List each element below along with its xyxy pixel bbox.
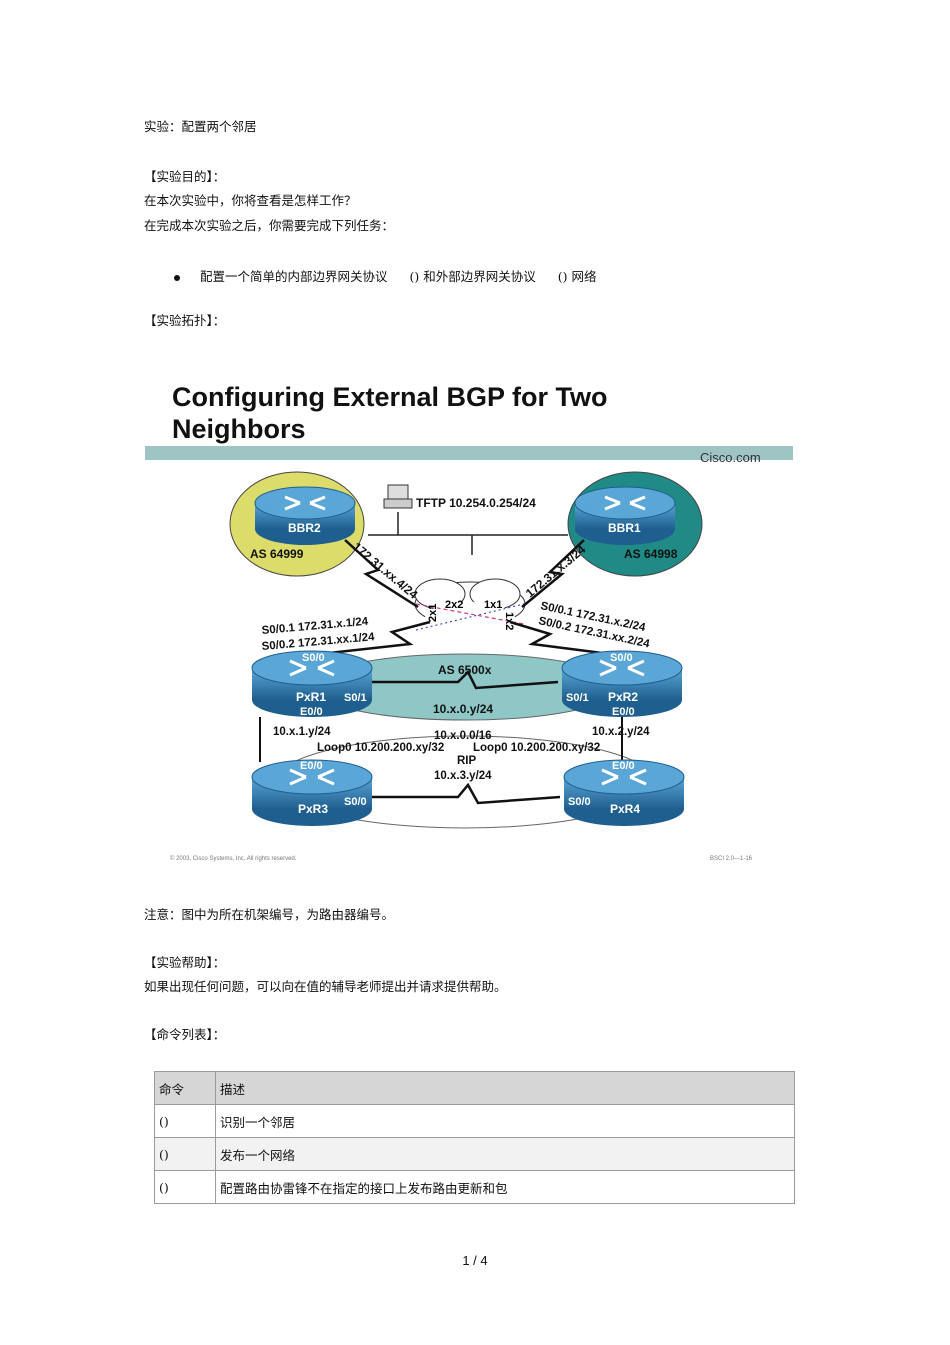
pc-icon xyxy=(383,484,413,509)
task-bullet-part1: 配置一个简单的内部边界网关协议 xyxy=(200,269,388,284)
cell-description: 识别一个邻居 xyxy=(215,1104,795,1138)
pxr2-e00: E0/0 xyxy=(612,706,635,718)
purpose-heading: 【实验目的】： xyxy=(144,169,226,184)
purpose-line-2: 在完成本次实验之后，你需要完成下列任务： xyxy=(144,218,395,233)
pxr3-e00: E0/0 xyxy=(300,760,323,772)
label-as64999: AS 64999 xyxy=(250,547,304,561)
pxr4-e00: E0/0 xyxy=(612,760,635,772)
serial-bbr1-cloud xyxy=(521,539,585,608)
label-rip: RIP xyxy=(457,755,477,767)
pxr2-s01: S0/1 xyxy=(566,692,589,704)
label-pxr1: PxR1 xyxy=(296,690,326,704)
cell-command: () xyxy=(154,1137,216,1171)
document-title: 实验：配置两个邻居 xyxy=(144,119,257,134)
figure-title-line2: Neighbors xyxy=(172,414,306,444)
label-net-10x0: 10.x.0.y/24 xyxy=(433,702,493,716)
label-net-10x2: 10.x.2.y/24 xyxy=(592,726,650,738)
serial-bbr2-cloud xyxy=(344,539,419,609)
serial-pxr1-pxr2 xyxy=(372,669,559,690)
header-description: 描述 xyxy=(215,1071,795,1105)
course-ref: BSCI 2.0—1-16 xyxy=(710,856,753,862)
label-bbr1: BBR1 xyxy=(608,521,641,535)
task-bullet-part2: () 和外部边界网关协议 xyxy=(409,269,536,284)
purpose-line-1: 在本次实验中，你将查看是怎样工作？ xyxy=(144,193,357,208)
tftp-label: TFTP 10.254.0.254/24 xyxy=(416,496,536,510)
router-pxr3-icon xyxy=(251,759,373,826)
copyright: © 2003, Cisco Systems, Inc. All rights r… xyxy=(170,855,297,862)
label-loop-left: Loop0 10.200.200.xy/32 xyxy=(317,742,444,754)
serial-pxr3-pxr4 xyxy=(372,782,561,805)
cell-description: 发布一个网络 xyxy=(215,1137,795,1171)
router-pxr2-icon xyxy=(561,650,683,717)
router-pxr1-icon xyxy=(251,650,373,717)
cell-command: () xyxy=(154,1170,216,1204)
label-pxr3: PxR3 xyxy=(298,802,328,816)
router-bbr1-icon xyxy=(574,486,676,545)
label-net-10x00: 10.x.0.0/16 xyxy=(434,730,492,742)
dlci-2x2: 2x2 xyxy=(445,599,463,611)
router-pxr4-icon xyxy=(563,759,685,826)
label-as6500x: AS 6500x xyxy=(438,663,492,677)
serial-cloud-pxr1 xyxy=(319,620,431,656)
label-net-10x3: 10.x.3.y/24 xyxy=(434,770,492,782)
topology-heading: 【实验拓扑】： xyxy=(144,313,226,328)
router-bbr2-icon xyxy=(254,486,356,545)
cell-command: () xyxy=(154,1104,216,1138)
task-bullet: 配置一个简单的内部边界网关协议 () 和外部边界网关协议 () 网络 xyxy=(200,269,614,285)
label-net-10x1: 10.x.1.y/24 xyxy=(273,726,331,738)
pxr1-s00: S0/0 xyxy=(302,652,325,664)
dlci-1x2: 1x2 xyxy=(503,612,515,630)
pvc-2x2-1x1 xyxy=(415,603,525,631)
pxr1-e00: E0/0 xyxy=(300,706,323,718)
pxr1-s01: S0/1 xyxy=(344,692,367,704)
label-pxr2: PxR2 xyxy=(608,690,638,704)
pxr3-s00: S0/0 xyxy=(344,796,367,808)
label-link-left: 172.31.xx.4/24 xyxy=(350,540,421,602)
label-pxr4: PxR4 xyxy=(610,802,640,816)
header-command: 命令 xyxy=(154,1071,216,1105)
cisco-brand: Cisco.com xyxy=(700,450,761,465)
label-link-right: 172.31.x.3/24 xyxy=(523,542,588,600)
bullet-icon xyxy=(174,275,180,281)
command-heading: 【命令列表】： xyxy=(144,1027,226,1042)
table-row: () 配置路由协雷锋不在指定的接口上发布路由更新和包 xyxy=(154,1170,795,1204)
table-header-row: 命令 描述 xyxy=(154,1071,795,1105)
help-text: 如果出现任何问题，可以向在值的辅导老师提出并请求提供帮助。 xyxy=(144,979,507,994)
dlci-2x1: 2x1 xyxy=(427,604,439,622)
label-loop-right: Loop0 10.200.200.xy/32 xyxy=(473,742,600,754)
note: 注意：图中为所在机架编号，为路由器编号。 xyxy=(144,907,395,922)
page-number: 1 / 4 xyxy=(462,1253,488,1268)
pvc-2x1-1x2 xyxy=(415,603,525,625)
dlci-1x1: 1x1 xyxy=(484,599,502,611)
serial-cloud-pxr2 xyxy=(509,620,611,656)
help-heading: 【实验帮助】： xyxy=(144,955,226,970)
task-bullet-part3: () 网络 xyxy=(557,269,597,284)
figure-title-line1: Configuring External BGP for Two xyxy=(172,382,608,412)
command-table: 命令 描述 () 识别一个邻居 () 发布一个网络 () 配置路由协雷锋不在指定… xyxy=(154,1071,795,1204)
frame-relay-cloud-icon xyxy=(414,578,526,634)
topology-diagram: Configuring External BGP for Two Neighbo… xyxy=(140,372,800,867)
pxr4-s00: S0/0 xyxy=(568,796,591,808)
table-row: () 识别一个邻居 xyxy=(154,1104,795,1138)
table-row: () 发布一个网络 xyxy=(154,1137,795,1171)
label-as64998: AS 64998 xyxy=(624,547,678,561)
pxr2-s00: S0/0 xyxy=(610,652,633,664)
cell-description: 配置路由协雷锋不在指定的接口上发布路由更新和包 xyxy=(215,1170,795,1204)
figure-rule xyxy=(145,446,793,460)
label-bbr2: BBR2 xyxy=(288,521,321,535)
